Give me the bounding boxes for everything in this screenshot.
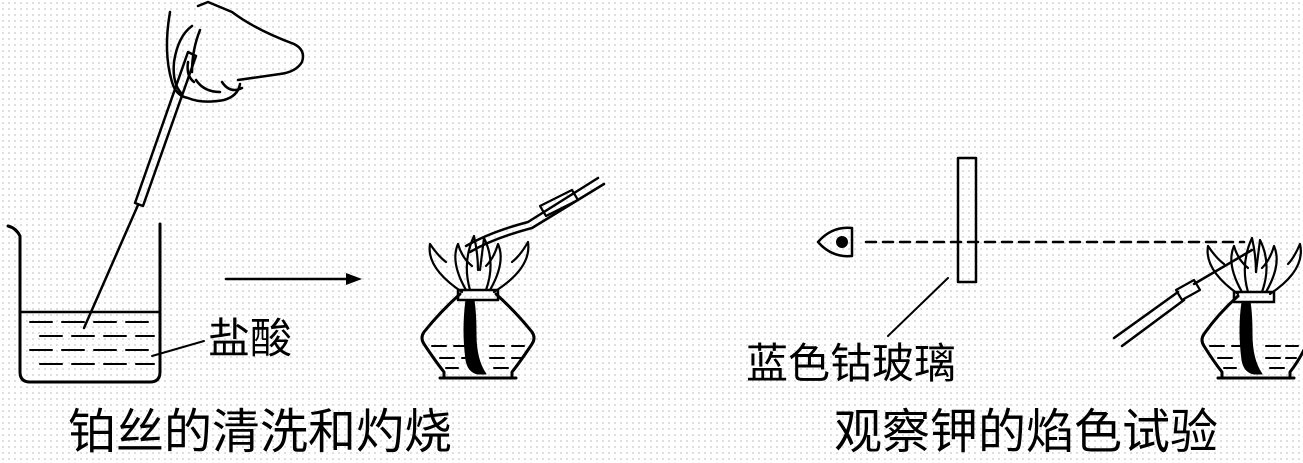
wire-holder-lamp-1 — [464, 176, 606, 254]
leader-line-glass — [887, 277, 949, 337]
caption-potassium-flame-test: 观察钾的焰色试验 — [834, 404, 1219, 460]
wire-holder-left — [133, 50, 198, 208]
alcohol-lamp-1 — [420, 288, 536, 380]
process-arrow — [224, 273, 362, 285]
acid-liquid-dashes — [29, 321, 155, 365]
flame-2 — [1206, 236, 1302, 296]
leader-line-hcl — [151, 340, 205, 357]
caption-cleaning-and-burning: 铂丝的清洗和灼烧 — [68, 404, 453, 460]
flame-1 — [428, 234, 530, 294]
hand — [165, 0, 305, 103]
alcohol-lamp-2 — [1200, 290, 1303, 380]
wire-holder-right — [1112, 248, 1254, 348]
beaker — [6, 222, 162, 384]
label-hydrochloric-acid: 盐酸 — [208, 314, 293, 363]
label-blue-cobalt-glass: 蓝色钴玻璃 — [746, 339, 957, 388]
platinum-wire-left — [82, 203, 140, 330]
cobalt-glass-plate — [956, 156, 978, 284]
eye-icon — [816, 226, 854, 258]
